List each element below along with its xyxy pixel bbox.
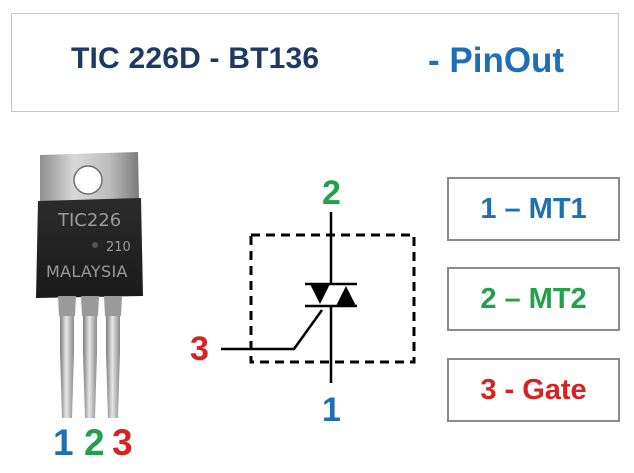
title-box	[11, 13, 619, 112]
diagram-title: TIC 226D - BT136	[71, 42, 320, 75]
leg-label-2: 2	[84, 422, 105, 463]
pin-legend-gate: 3 - Gate	[447, 358, 620, 422]
package-marking-part: TIC226	[58, 210, 122, 231]
diagram-subtitle: - PinOut	[428, 41, 565, 80]
gate-lead	[221, 309, 324, 351]
pin-legend-mt2-text: 2 – MT2	[480, 282, 587, 315]
triac-triangle-up	[336, 286, 356, 306]
package-marking-code: 210	[106, 240, 131, 255]
package-legs	[58, 296, 122, 418]
pin-legend-mt1: 1 – MT1	[447, 177, 620, 241]
terminal-label-mt1: 1	[322, 391, 341, 429]
leg-label-3: 3	[112, 422, 133, 463]
pin-legend-mt1-text: 1 – MT1	[480, 192, 587, 225]
package-marking-origin: MALAYSIA	[46, 262, 128, 281]
triac-triangle-down	[310, 284, 330, 304]
package-body	[36, 198, 143, 298]
pin-legend-gate-text: 3 - Gate	[480, 373, 587, 406]
pin-legend-mt2: 2 – MT2	[447, 267, 620, 331]
dashed-outline	[249, 233, 416, 364]
terminal-label-mt2: 2	[322, 174, 341, 212]
terminal-label-gate: 3	[190, 330, 209, 368]
heatsink-tab	[40, 152, 139, 203]
leg-label-1: 1	[53, 422, 74, 463]
